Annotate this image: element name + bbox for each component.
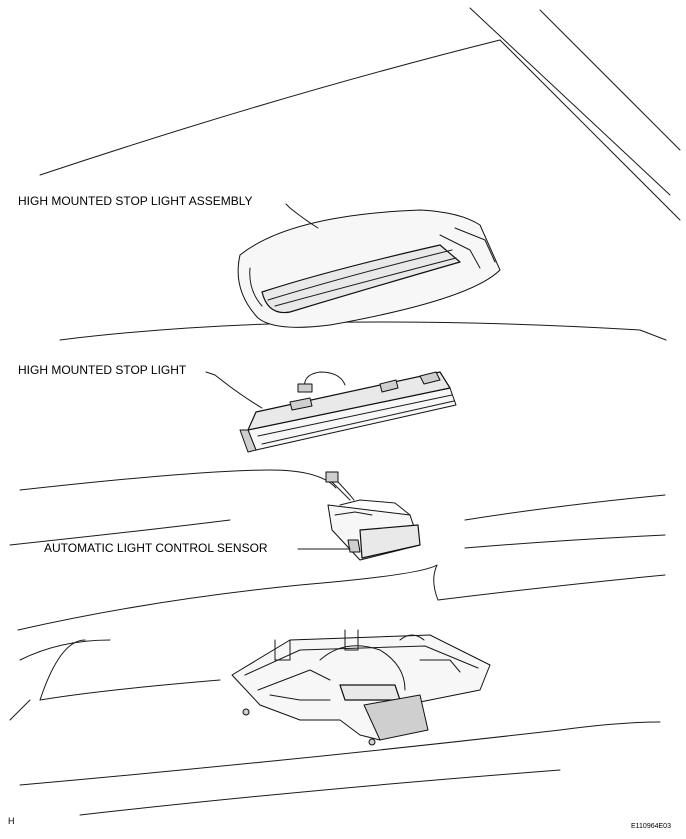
bracket-illustration — [231, 629, 491, 746]
stop-light-assembly-illustration — [237, 209, 501, 328]
leader-lines — [205, 203, 351, 550]
label-stop-light-assembly: HIGH MOUNTED STOP LIGHT ASSEMBLY — [18, 194, 253, 208]
label-light-control-sensor: AUTOMATIC LIGHT CONTROL SENSOR — [44, 541, 268, 555]
figure-code: E110964E03 — [631, 823, 671, 830]
label-stop-light: HIGH MOUNTED STOP LIGHT — [18, 363, 187, 377]
stop-light-illustration — [239, 371, 457, 453]
corner-mark: H — [8, 816, 15, 826]
sensor-illustration — [325, 471, 421, 561]
